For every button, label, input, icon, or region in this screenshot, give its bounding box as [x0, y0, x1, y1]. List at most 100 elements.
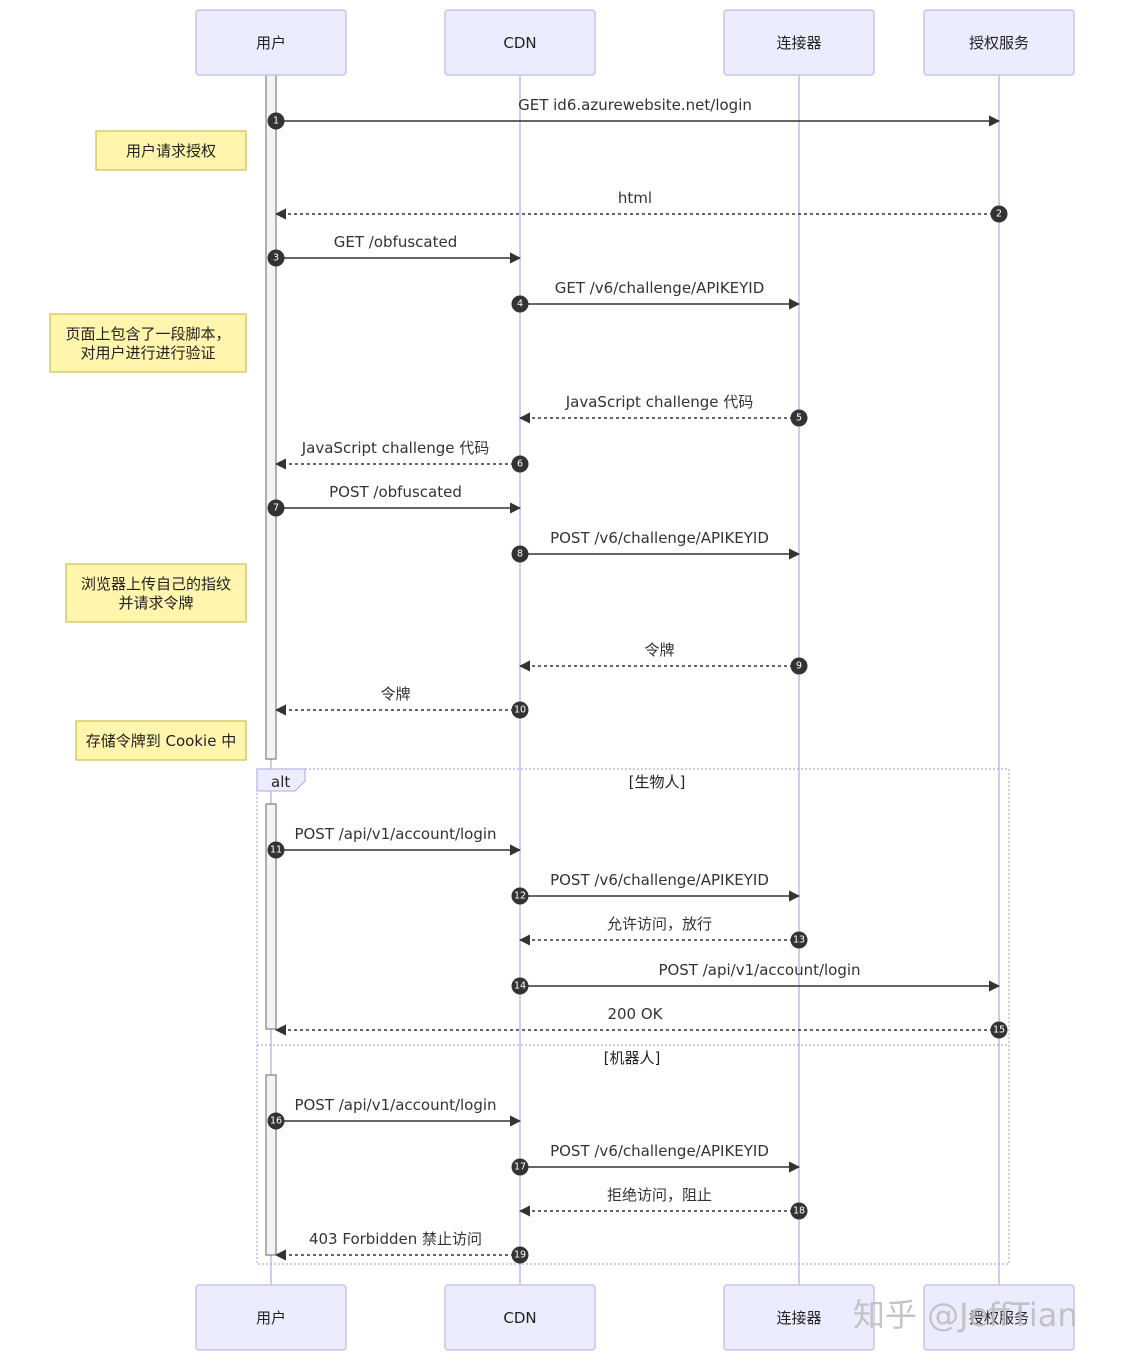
sequence-number-1: 1: [273, 116, 279, 127]
sequence-number-14: 14: [514, 981, 526, 992]
actor-box-connector-bottom: [723, 1284, 875, 1351]
sequence-number-badge-4: [511, 295, 529, 313]
sequence-number-6: 6: [517, 459, 523, 470]
sequence-number-badge-5: [790, 409, 808, 427]
actors-bottom: 用户 CDN 连接器 授权服务: [195, 1284, 1075, 1351]
message-label-8: POST /v6/challenge/APIKEYID: [550, 529, 769, 547]
message-label-18: 拒绝访问，阻止: [607, 1186, 712, 1204]
sequence-number-12: 12: [514, 891, 526, 902]
sequence-number-badge-7: [267, 499, 285, 517]
message-label-15: 200 OK: [607, 1005, 663, 1023]
sequence-number-2: 2: [996, 209, 1002, 220]
sequence-number-badge-11: [267, 841, 285, 859]
activation-user-main: [265, 74, 277, 760]
note-text-4: 存储令牌到 Cookie 中: [86, 732, 236, 750]
message-8: POST /v6/challenge/APIKEYID 8: [511, 529, 801, 563]
message-15: 200 OK 15: [274, 1005, 1008, 1039]
note-box-4: [75, 720, 247, 761]
message-label-10: 令牌: [380, 685, 410, 703]
sequence-number-7: 7: [273, 503, 279, 514]
note-text-2-line-2: 对用户进行进行验证: [80, 344, 215, 362]
note-text-3-line-1: 浏览器上传自己的指纹: [81, 575, 231, 593]
sequence-number-badge-8: [511, 545, 529, 563]
activation-user-human: [265, 803, 277, 1030]
message-label-1: GET id6.azurewebsite.net/login: [518, 96, 752, 114]
message-11: POST /api/v1/account/login 11: [267, 825, 522, 859]
message-label-5: JavaScript challenge 代码: [565, 393, 754, 411]
message-13: 允许访问，放行 13: [518, 915, 808, 949]
actor-label-auth-top: 授权服务: [969, 34, 1029, 52]
notes: 用户请求授权 页面上包含了一段脚本， 对用户进行进行验证 浏览器上传自己的指纹 …: [49, 130, 247, 761]
sequence-number-10: 10: [514, 705, 526, 716]
actor-label-user-top: 用户: [256, 34, 286, 52]
message-label-13: 允许访问，放行: [607, 915, 712, 933]
message-label-4: GET /v6/challenge/APIKEYID: [555, 279, 765, 297]
note-box-2: [49, 313, 247, 373]
sequence-number-badge-13: [790, 931, 808, 949]
alt-fragment: alt [生物人] [机器人]: [256, 768, 1010, 1265]
sequence-number-8: 8: [517, 549, 523, 560]
actor-box-auth-top: [923, 9, 1075, 76]
actor-box-connector-top: [723, 9, 875, 76]
message-18: 拒绝访问，阻止 18: [518, 1186, 808, 1220]
actor-label-connector-top: 连接器: [776, 34, 821, 52]
note-text-2-line-1: 页面上包含了一段脚本，: [65, 325, 230, 343]
sequence-number-badge-6: [511, 455, 529, 473]
sequence-number-18: 18: [793, 1206, 805, 1217]
alt-section-label-human: [生物人]: [629, 773, 686, 791]
sequence-number-badge-16: [267, 1112, 285, 1130]
message-label-11: POST /api/v1/account/login: [294, 825, 496, 843]
messages: GET id6.azurewebsite.net/login1html2GET …: [267, 96, 1008, 1264]
sequence-number-11: 11: [270, 845, 282, 856]
sequence-number-badge-14: [511, 977, 529, 995]
sequence-number-badge-18: [790, 1202, 808, 1220]
message-5: JavaScript challenge 代码 5: [518, 393, 808, 427]
actor-label-cdn-bottom: CDN: [503, 1309, 536, 1327]
message-label-7: POST /obfuscated: [329, 483, 462, 501]
actors-top: 用户 CDN 连接器 授权服务: [195, 9, 1075, 76]
actor-label-connector-bottom: 连接器: [776, 1309, 821, 1327]
activation-user-bot: [265, 1074, 277, 1256]
alt-tab: [256, 768, 306, 792]
message-label-19: 403 Forbidden 禁止访问: [309, 1230, 482, 1248]
actor-box-cdn-top: [444, 9, 596, 76]
message-17: POST /v6/challenge/APIKEYID 17: [511, 1142, 801, 1176]
note-text-1: 用户请求授权: [126, 142, 216, 160]
message-label-17: POST /v6/challenge/APIKEYID: [550, 1142, 769, 1160]
sequence-number-badge-15: [990, 1021, 1008, 1039]
sequence-number-3: 3: [273, 253, 279, 264]
sequence-number-9: 9: [796, 661, 802, 672]
alt-frame: [256, 768, 1010, 1265]
note-text-3-line-2: 并请求令牌: [118, 594, 193, 612]
actor-label-user-bottom: 用户: [256, 1309, 286, 1327]
message-label-2: html: [618, 189, 652, 207]
message-label-14: POST /api/v1/account/login: [658, 961, 860, 979]
sequence-number-badge-3: [267, 249, 285, 267]
message-label-6: JavaScript challenge 代码: [301, 439, 490, 457]
sequence-number-13: 13: [793, 935, 805, 946]
note-box-3: [65, 563, 247, 623]
actor-box-cdn-bottom: [444, 1284, 596, 1351]
message-label-12: POST /v6/challenge/APIKEYID: [550, 871, 769, 889]
sequence-number-16: 16: [270, 1116, 282, 1127]
sequence-number-badge-17: [511, 1158, 529, 1176]
alt-section-label-bot: [机器人]: [604, 1049, 661, 1067]
message-2: html 2: [274, 189, 1008, 223]
message-6: JavaScript challenge 代码 6: [274, 439, 529, 473]
message-label-9: 令牌: [644, 641, 674, 659]
sequence-number-badge-12: [511, 887, 529, 905]
sequence-number-17: 17: [514, 1162, 526, 1173]
sequence-number-badge-1: [267, 112, 285, 130]
sequence-number-5: 5: [796, 413, 802, 424]
message-1: GET id6.azurewebsite.net/login 1: [267, 96, 1001, 130]
note-box-1: [95, 130, 247, 171]
actor-label-auth-bottom: 授权服务: [969, 1309, 1029, 1327]
actor-box-auth-bottom: [923, 1284, 1075, 1351]
sequence-number-badge-19: [511, 1246, 529, 1264]
sequence-number-badge-2: [990, 205, 1008, 223]
sequence-number-15: 15: [993, 1025, 1005, 1036]
message-12: POST /v6/challenge/APIKEYID 12: [511, 871, 801, 905]
